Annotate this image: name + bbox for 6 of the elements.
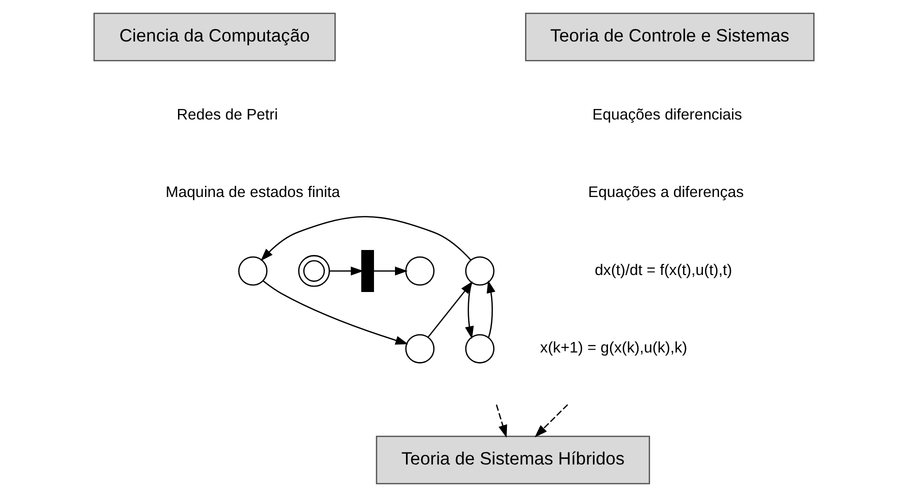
label: Equações diferenciais <box>592 106 742 124</box>
label: Maquina de estados finita <box>166 184 340 202</box>
label: Equações a diferenças <box>588 184 744 202</box>
label: x(k+1) = g(x(k),u(k),k) <box>540 340 688 357</box>
label: dx(t)/dt = f(x(t),u(t),t) <box>594 262 732 279</box>
label: Redes de Petri <box>176 106 278 124</box>
